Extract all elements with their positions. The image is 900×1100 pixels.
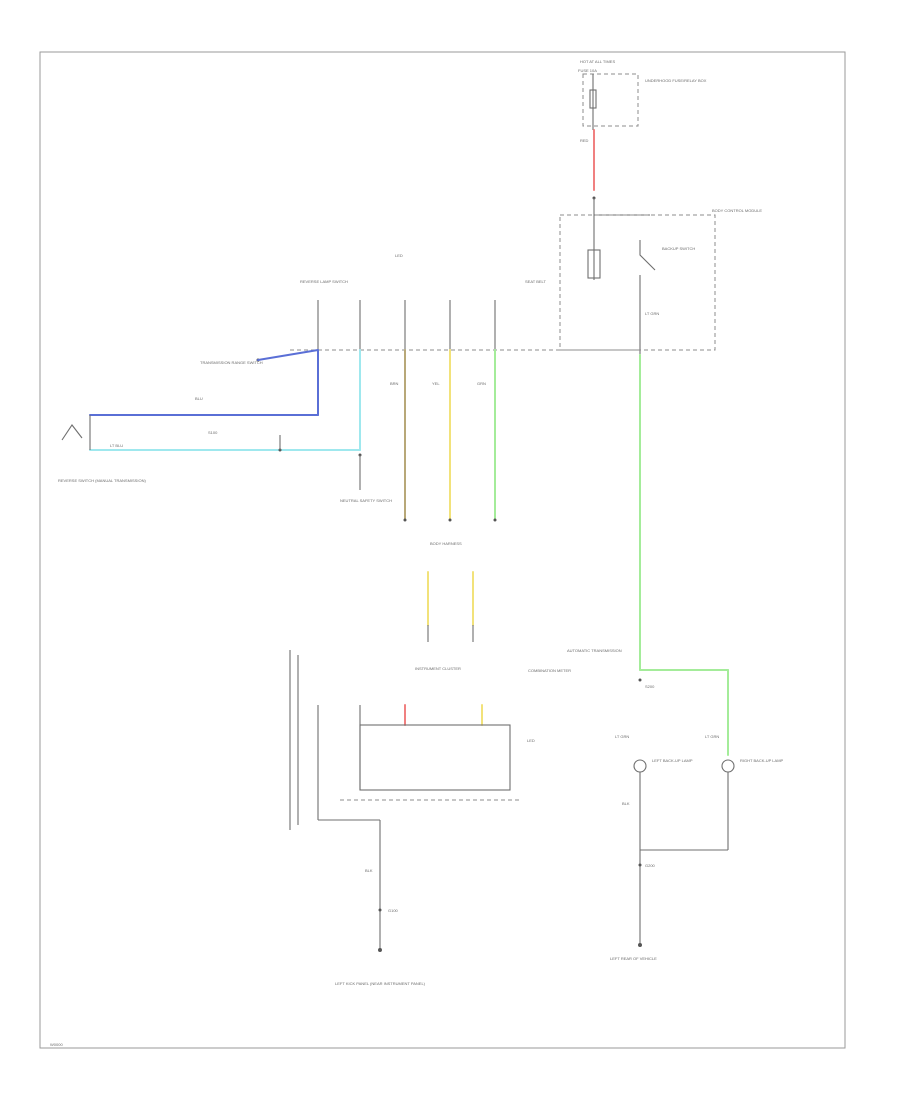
right-backup-lamp-bulb [721, 759, 735, 773]
seat-belt-label: SEAT BELT [525, 279, 546, 284]
diagram-border [39, 51, 846, 1049]
blk-wire-label-2: BLK [622, 801, 630, 806]
power-supply-block: HOT AT ALL TIMES FUSE 10A UNDERHOOD FUSE… [578, 59, 707, 280]
relay-coil [587, 249, 601, 279]
ground-left-kick-label: LEFT KICK PANEL (NEAR INSTRUMENT PANEL) [335, 981, 426, 986]
reverse-mt-label: REVERSE SWITCH (MANUAL TRANSMISSION) [58, 478, 146, 483]
reverse-switch-block: TRANSMISSION RANGE SWITCH BLU S100 LT BL… [58, 349, 392, 503]
left-backup-lamp-label: LEFT BACK-UP LAMP [652, 758, 693, 763]
hot-at-all-times-label: HOT AT ALL TIMES [580, 59, 615, 64]
switch-contact-symbol [61, 424, 83, 441]
neutral-safety-label: NEUTRAL SAFETY SWITCH [340, 498, 392, 503]
backup-lamp-block: AUTOMATIC TRANSMISSION S200 LT GRN LT GR… [567, 354, 784, 961]
inst-cluster-label: INSTRUMENT CLUSTER [415, 666, 461, 671]
right-backup-lamp-label: RIGHT BACK-UP LAMP [740, 758, 784, 763]
wire-label-red: RED [580, 138, 589, 143]
lt-grn-out-label: LT GRN [645, 311, 659, 316]
splice-g100-label: G100 [388, 908, 399, 913]
bcm-inputs: LED REVERSE LAMP SWITCH SEAT BELT [290, 253, 640, 351]
splice-s200-dot [638, 678, 642, 682]
connector-end-1 [403, 518, 407, 522]
reverse-input-label: REVERSE LAMP SWITCH [300, 279, 348, 284]
brn-wire-label: BRN [390, 381, 399, 386]
underhood-fuse-box-outline [582, 73, 639, 127]
automatic-transmission-label: AUTOMATIC TRANSMISSION [567, 648, 622, 653]
bcm-label: BODY CONTROL MODULE [712, 208, 762, 213]
fuse-label: FUSE 10A [578, 68, 597, 73]
splice-g100 [378, 908, 382, 912]
cluster-module-box [359, 724, 511, 791]
splice-s200-label: S200 [645, 684, 655, 689]
relay-label: BACKUP SWITCH [662, 246, 695, 251]
instrument-cluster-block: INSTRUMENT CLUSTER COMBINATION METER LED… [289, 650, 571, 986]
ground-left-rear-label: LEFT REAR OF VEHICLE [610, 956, 657, 961]
transmission-range-label: TRANSMISSION RANGE SWITCH [200, 360, 263, 365]
splice-s100-label: S100 [208, 430, 218, 435]
splice-g200 [638, 863, 642, 867]
yel-wire-label: YEL [432, 381, 440, 386]
figure-code: W0000 [50, 1042, 63, 1047]
led-label: LED [395, 253, 403, 258]
lt-grn-wire-label-left: LT GRN [615, 734, 629, 739]
combination-meter-label: COMBINATION METER [528, 668, 571, 673]
ground-symbol-right [638, 943, 642, 947]
splice-g200-label: G200 [645, 863, 656, 868]
lt-blu-wire-label: LT BLU [110, 443, 123, 448]
bcm-outline [559, 214, 716, 351]
lt-grn-wire-label-right: LT GRN [705, 734, 719, 739]
ground-symbol-left [378, 948, 382, 952]
connector-end-2 [448, 518, 452, 522]
blk-wire-label-1: BLK [365, 868, 373, 873]
blu-wire-label: BLU [195, 396, 203, 401]
blue-wire-top [257, 349, 319, 361]
relay-switch-contact [639, 240, 656, 271]
connector-end-3 [493, 518, 497, 522]
underhood-fuse-box-label: UNDERHOOD FUSE/RELAY BOX [645, 78, 707, 83]
body-harness-label: BODY HARNESS [430, 541, 462, 546]
left-backup-lamp-bulb [633, 759, 647, 773]
led-driver-label: LED [527, 738, 535, 743]
relay-block: BACKUP SWITCH BODY CONTROL MODULE LT GRN [559, 208, 762, 355]
cluster-feed-wires: BRN YEL GRN BODY HARNESS [390, 349, 497, 642]
grn-wire-label: GRN [477, 381, 486, 386]
